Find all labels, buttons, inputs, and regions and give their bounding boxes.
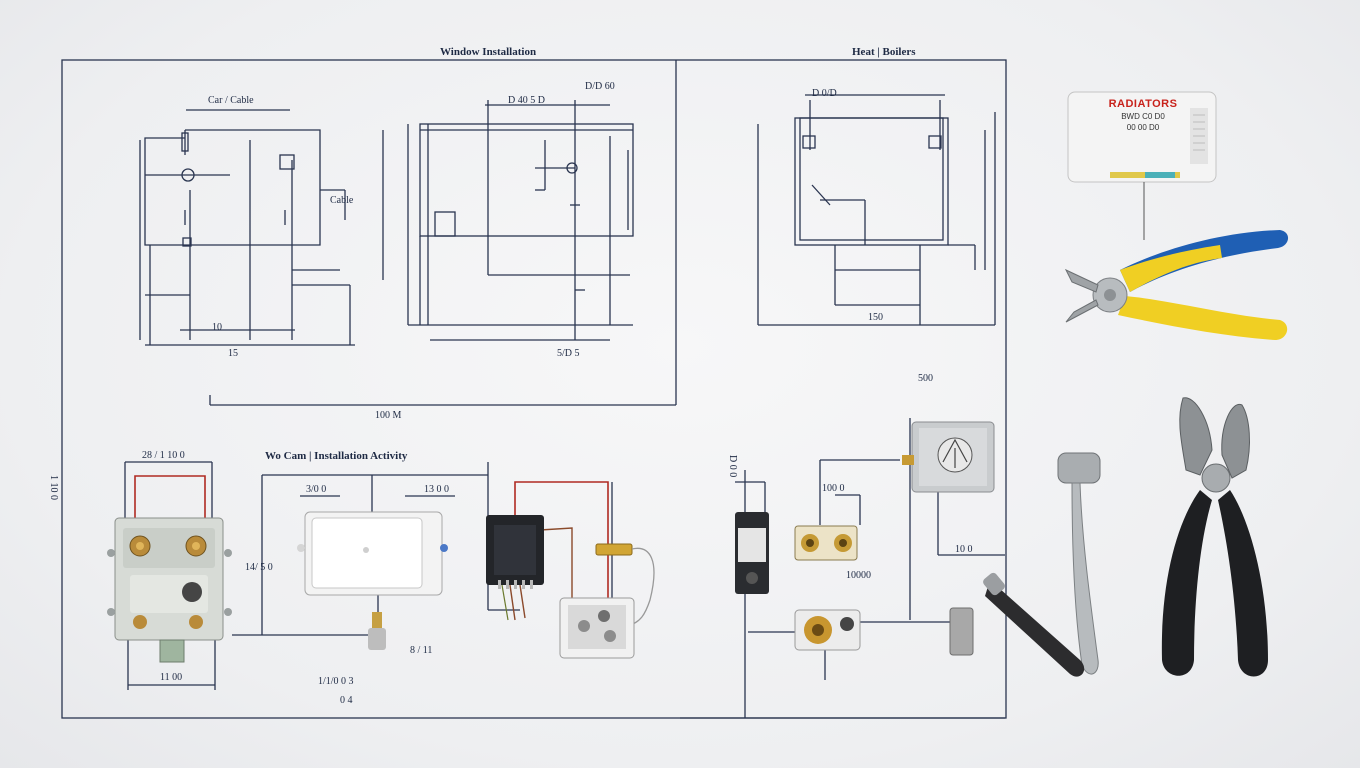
schematic-panel-1: [139, 109, 355, 346]
diagram-frame: [61, 59, 1007, 719]
dim-label: 10 0: [955, 544, 973, 555]
dim-label: D/D 60: [585, 81, 615, 92]
schematic-panel-2: [382, 100, 634, 341]
dim-label: 3/0 0: [306, 484, 327, 495]
dim-label: 14/ 5 0: [245, 562, 273, 573]
top-left-title: Window Installation: [440, 46, 537, 58]
dim-label: 15: [228, 348, 238, 359]
bottom-middle-title: Wo Cam | Installation Activity: [265, 450, 408, 462]
relay-module: [486, 515, 544, 589]
top-right-title: Heat | Boilers: [852, 46, 916, 58]
dim-label: 1/1/0 0 3: [318, 676, 354, 687]
dim-label: 0 4: [340, 695, 353, 706]
radiator-thermostat-device: [1067, 91, 1217, 240]
socket-plate: [559, 597, 635, 659]
dim-label: 13 0 0: [424, 484, 449, 495]
small-metal-part: [949, 607, 974, 656]
dim-label: 150: [868, 312, 883, 323]
dim-label: 10000: [846, 570, 871, 581]
device-label: RADIATORS BWD C0 D0 00 00 D0: [1098, 98, 1188, 132]
hex-key-wrench: [983, 452, 1101, 677]
dim-label: D 0/D: [812, 88, 837, 99]
dim-label: D 40 5 D: [508, 95, 545, 106]
dim-label: D 0 0: [727, 455, 738, 478]
dim-label: 500: [918, 373, 933, 384]
pliers-black: [1161, 397, 1268, 677]
brass-connector: [595, 543, 633, 556]
dim-label: 11 00: [160, 672, 183, 683]
wiring-panel-bottom: [124, 418, 1005, 719]
device-line-1: BWD C0 D0: [1121, 112, 1165, 121]
brass-fitting: [794, 609, 861, 651]
device-line-2: 00 00 D0: [1126, 123, 1160, 132]
brass-terminal: [794, 525, 858, 561]
dim-label: 100 M: [375, 410, 402, 421]
dim-label: 8 / 11: [410, 645, 433, 656]
dim-label: 1 10 0: [48, 475, 59, 500]
dim-label: Car / Cable: [208, 95, 254, 106]
schematic-panel-3: [757, 94, 996, 326]
dim-label: 28 / 1 10 0: [142, 450, 185, 461]
device-brand: RADIATORS: [1108, 98, 1178, 110]
sensor-module: [735, 512, 769, 594]
dim-label: Cable: [330, 195, 354, 206]
dim-label: 10: [212, 322, 222, 333]
terminal-block: [107, 517, 232, 663]
dim-label: 100 0: [822, 483, 845, 494]
dim-label: 5/D 5: [557, 348, 580, 359]
metal-junction-box: [902, 421, 995, 493]
pliers-yellow-blue: [1064, 230, 1289, 340]
switch-box: [297, 511, 448, 650]
